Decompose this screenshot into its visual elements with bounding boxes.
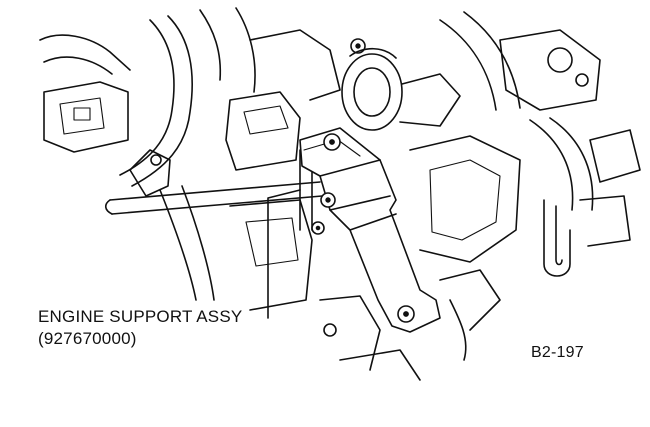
throttle-body-icon [341,38,461,131]
bolt-icon [320,192,336,208]
part-name-label: ENGINE SUPPORT ASSY [38,307,243,326]
figure-code: B2-197 [531,344,584,361]
bolt-icon [397,305,415,323]
bolt-icon [323,133,341,151]
engine-support-bracket-icon [299,127,441,333]
bolt-icon [311,221,325,235]
callout-leader-line [267,189,301,319]
part-number-label: (927670000) [38,329,137,348]
engine-bay-background [39,7,641,381]
